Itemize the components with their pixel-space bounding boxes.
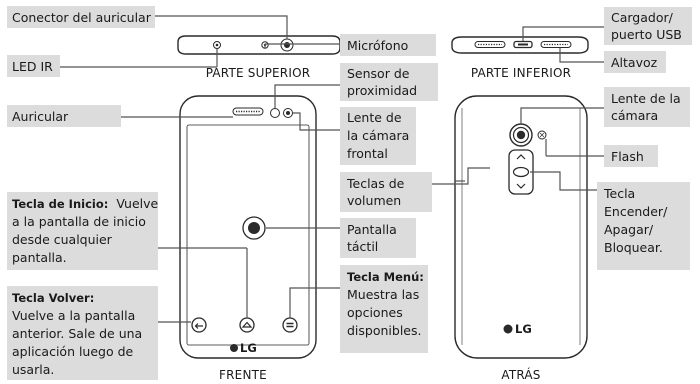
label-home-desc-line4: pantalla. [12, 250, 67, 265]
bottom-speaker-grille-right [540, 41, 572, 48]
volume-down-icon [516, 183, 526, 189]
label-menu-desc-line3: disponibles. [347, 323, 421, 338]
svg-text:Vuelve a la pantalla ant: Vuelve a la pantalla anterior. Sale de u… [12, 308, 146, 377]
svg-text:Sensor de proximidad: Sensor de proximidad [347, 66, 417, 98]
label-home-desc-line3: desde cualquier [12, 232, 113, 247]
svg-text:Lente de la cámara: Lente de la cámara [611, 91, 685, 123]
label-charger-line1: Cargador/ [611, 10, 674, 25]
label-home-desc-line1: Vuelve [116, 196, 158, 211]
bottom-speaker-grille-left [474, 41, 506, 48]
label-charger-line2: puerto USB [611, 27, 682, 42]
callout-touchscreen: Pantalla táctil [340, 218, 416, 258]
power-key [512, 166, 530, 178]
label-proximity-line2: proximidad [347, 83, 417, 98]
label-volume-line1: Teclas de [346, 176, 405, 191]
callout-headset-jack: Conector del auricular [7, 6, 155, 28]
callout-earpiece: Auricular [7, 105, 121, 127]
label-home-desc-line2: a la pantalla de inicio [12, 214, 146, 229]
lg-logo-back: LG [503, 322, 532, 336]
phone-top-edge [177, 35, 341, 55]
top-microphone-port [261, 41, 269, 49]
label-microphone: Micrófono [347, 38, 408, 53]
svg-text:Cargador/ puerto USB: Cargador/ puerto USB [611, 10, 682, 42]
label-back-desc-line1: Vuelve a la pantalla [12, 308, 135, 323]
label-back-desc-line3: aplicación luego de [12, 344, 134, 359]
label-speaker: Altavoz [611, 55, 658, 70]
label-back-title: Tecla Volver: [12, 291, 94, 305]
svg-text:Muestra las opciones: Muestra las opciones disponibles. [347, 287, 423, 338]
label-camera-lens-line1: Lente de la [611, 91, 681, 106]
callout-speaker: Altavoz [604, 51, 666, 73]
svg-text:Tecla Encender/ Ap: Tecla Encender/ Apagar/ Bloquear. [603, 186, 671, 255]
volume-up-icon [516, 154, 526, 160]
label-front-camera-line3: frontal [347, 146, 388, 161]
label-menu-desc-line2: opciones [347, 305, 403, 320]
label-back-desc-line4: usarla. [12, 362, 54, 377]
svg-text:LG: LG [515, 322, 532, 336]
caption-top: PARTE SUPERIOR [206, 66, 311, 80]
phone-bottom-edge [451, 36, 589, 54]
proximity-sensor [270, 108, 280, 118]
svg-text:Tecla de Inicio: Vuelve: Tecla de Inicio: Vuelve a la pantalla de… [12, 196, 162, 265]
label-power-line3: Apagar/ [604, 222, 654, 237]
label-front-camera-line2: la cámara [347, 128, 409, 143]
callout-flash: Flash [604, 145, 658, 167]
leader-lines [60, 15, 604, 323]
label-power-line4: Bloquear. [604, 240, 663, 255]
svg-text:Lente de la cámara: Lente de la cámara frontal [347, 110, 413, 161]
label-ir-led: LED IR [12, 59, 53, 74]
caption-back: ATRÁS [501, 367, 540, 382]
label-volume-line2: volumen [347, 193, 401, 208]
callout-ir-led: LED IR [7, 55, 60, 77]
callout-volume: Teclas de volumen [340, 172, 432, 212]
label-headset-jack: Conector del auricular [12, 10, 152, 25]
earpiece-grille [232, 107, 264, 116]
label-touchscreen-line1: Pantalla [347, 222, 397, 237]
label-power-line1: Tecla [603, 186, 635, 201]
callout-charger-usb: Cargador/ puerto USB [604, 7, 692, 45]
svg-text:Pantalla táctil: Pantalla táctil [347, 222, 401, 254]
ir-led-port [213, 41, 221, 49]
label-menu-title: Tecla Menú: [347, 270, 424, 284]
label-front-camera-line1: Lente de [347, 110, 402, 125]
label-touchscreen-line2: táctil [347, 239, 378, 254]
callout-microphone: Micrófono [340, 34, 436, 56]
callout-back-key: Tecla Volver: Vuelve a la pantalla anter… [7, 286, 158, 380]
phone-back: LG [454, 95, 588, 359]
callout-menu-key: Tecla Menú: Muestra las opciones disponi… [340, 265, 428, 353]
callout-proximity: Sensor de proximidad [340, 63, 438, 101]
phone-front: LG [179, 95, 317, 359]
label-earpiece: Auricular [12, 109, 69, 124]
back-key-icon [194, 323, 203, 329]
label-proximity-line1: Sensor de [347, 66, 410, 81]
callout-power-key: Tecla Encender/ Apagar/ Bloquear. [597, 182, 690, 270]
callout-camera-lens: Lente de la cámara [604, 87, 690, 127]
callout-front-camera: Lente de la cámara frontal [340, 107, 416, 165]
svg-text:LG: LG [240, 341, 257, 355]
label-camera-lens-line2: cámara [611, 108, 658, 123]
svg-text:Teclas de volumen: Teclas de volumen [346, 176, 408, 208]
label-menu-desc-line1: Muestra las [347, 287, 419, 302]
label-power-line2: Encender/ [604, 204, 668, 219]
caption-front: FRENTE [219, 368, 267, 382]
caption-bottom: PARTE INFERIOR [471, 66, 571, 80]
lg-logo-front: LG [230, 341, 257, 355]
label-flash: Flash [611, 149, 644, 164]
front-camera-lens [283, 108, 293, 118]
menu-key-icon [286, 322, 294, 328]
label-home-title: Tecla de Inicio: [12, 197, 108, 211]
label-back-desc-line2: anterior. Sale de una [12, 326, 142, 341]
callout-home-key: Tecla de Inicio: Vuelve a la pantalla de… [7, 192, 162, 270]
home-key-icon [241, 321, 253, 328]
